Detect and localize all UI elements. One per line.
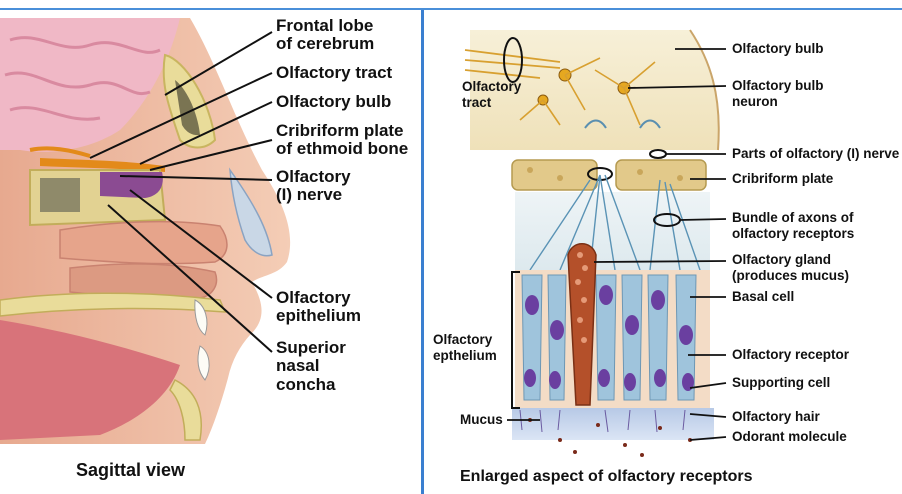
caption-enlarged-aspect: Enlarged aspect of olfactory receptors: [460, 468, 753, 486]
label-bundle-of-axons: Bundle of axons of olfactory receptors: [732, 210, 854, 241]
label-basal-cell: Basal cell: [732, 289, 794, 305]
label-mucus: Mucus: [460, 412, 503, 428]
label-cribriform-plate-r: Cribriform plate: [732, 171, 833, 187]
mucus-layer: [512, 408, 714, 457]
top-rule: [0, 8, 902, 10]
label-odorant-molecule: Odorant molecule: [732, 429, 847, 445]
label-frontal-lobe: Frontal lobe of cerebrum: [276, 17, 374, 54]
label-olfactory-hair: Olfactory hair: [732, 409, 820, 425]
label-olfactory-nerve: Olfactory (I) nerve: [276, 168, 351, 205]
label-olfactory-receptor: Olfactory receptor: [732, 347, 849, 363]
label-olfactory-epthelium: Olfactory epthelium: [433, 332, 497, 363]
panel-divider: [421, 10, 424, 494]
caption-sagittal-view: Sagittal view: [76, 460, 185, 481]
label-cribriform-plate: Cribriform plate of ethmoid bone: [276, 122, 408, 159]
label-olfactory-tract: Olfactory tract: [276, 64, 392, 82]
label-olfactory-epithelium: Olfactory epithelium: [276, 289, 361, 326]
label-olfactory-bulb: Olfactory bulb: [276, 93, 391, 111]
label-olfactory-gland: Olfactory gland (produces mucus): [732, 252, 849, 283]
label-parts-of-olfactory-nerve: Parts of olfactory (I) nerve: [732, 146, 900, 162]
label-olfactory-tract-r: Olfactory tract: [462, 79, 521, 110]
label-superior-nasal-concha: Superior nasal concha: [276, 339, 346, 394]
label-supporting-cell: Supporting cell: [732, 375, 830, 391]
label-olfactory-bulb-neuron: Olfactory bulb neuron: [732, 78, 824, 109]
sagittal-head-illustration: [0, 18, 290, 444]
label-olfactory-bulb-r: Olfactory bulb: [732, 41, 824, 57]
